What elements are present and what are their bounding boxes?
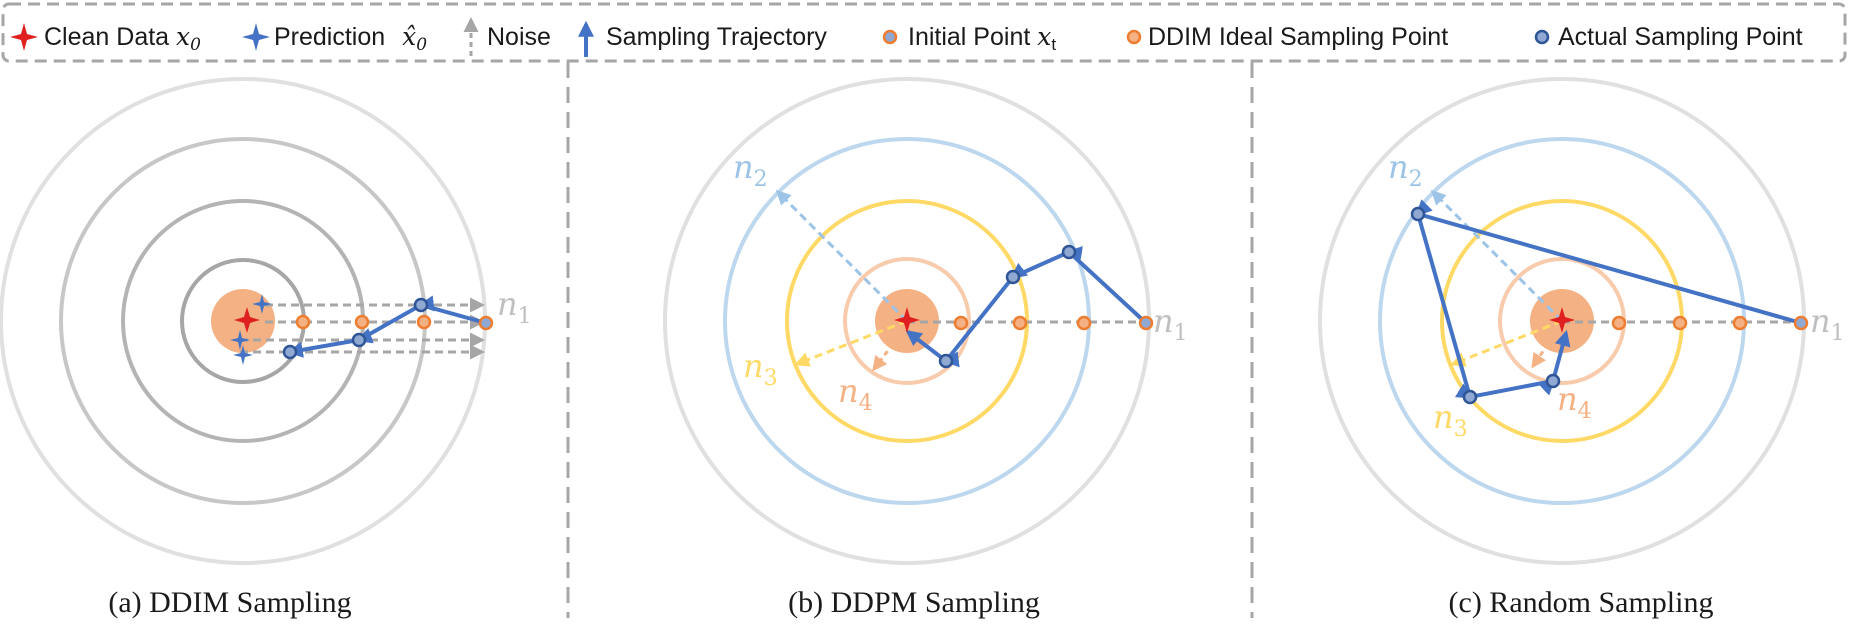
panel-random: n1 n2 n3 n4 (c) Random Sampling (1318, 77, 1845, 619)
caption-ddim: (a) DDIM Sampling (108, 586, 351, 619)
legend-ideal-point: DDIM Ideal Sampling Point (1126, 23, 1448, 51)
legend-initial-point-label: Initial Point (908, 23, 1030, 51)
svg-text:Initial Point xt: Initial Point xt (908, 22, 1056, 54)
legend-trajectory-label: Sampling Trajectory (606, 23, 827, 51)
noise-label-n2: n2 (1388, 148, 1423, 192)
legend-prediction: Prediction x̂0 (242, 22, 427, 55)
actual-point-icon (1534, 29, 1550, 45)
noise-label-n1: n1 (497, 285, 532, 329)
actual-sampling-point (351, 332, 367, 348)
actual-sampling-point (1061, 244, 1077, 260)
clean-data-star (894, 307, 920, 333)
actual-sampling-point (1410, 206, 1426, 222)
actual-sampling-point (1462, 389, 1478, 405)
clean-data-star (1549, 307, 1575, 333)
initial-point (1138, 315, 1154, 331)
legend-clean-data: Clean Data x0 (10, 22, 201, 55)
legend: Clean Data x0 Prediction x̂0 Noise Sampl… (1, 2, 1847, 63)
initial-point-icon (882, 29, 898, 45)
ideal-sampling-point (354, 314, 370, 330)
ideal-sampling-point (1611, 315, 1627, 331)
sampling-trajectory (1415, 199, 1802, 400)
noise-label-n4: n4 (1557, 380, 1592, 424)
noise-label-n4: n4 (838, 372, 873, 416)
legend-noise-label: Noise (487, 23, 551, 51)
actual-sampling-point (1545, 373, 1561, 389)
clean-data-star (234, 307, 260, 333)
ideal-sampling-point (1012, 315, 1028, 331)
panel-ddim: n1 (a) DDIM Sampling (0, 77, 532, 619)
legend-prediction-label: Prediction (274, 23, 385, 51)
actual-sampling-points (282, 297, 429, 360)
svg-text:Prediction x̂0: Prediction x̂0 (274, 22, 427, 55)
prediction-star (252, 294, 272, 314)
noise-arrow-n2 (775, 189, 909, 323)
actual-sampling-points (938, 244, 1077, 369)
noise-label-n3: n3 (743, 347, 778, 391)
ideal-sampling-point (295, 314, 311, 330)
noise-arrow-n4 (1531, 343, 1550, 369)
caption-ddpm: (b) DDPM Sampling (788, 586, 1040, 619)
actual-sampling-point (413, 297, 429, 313)
ideal-sampling-point (416, 314, 432, 330)
ideal-sampling-point (1076, 315, 1092, 331)
red-star-icon (10, 23, 38, 51)
actual-sampling-point (938, 353, 954, 369)
actual-sampling-point (282, 344, 298, 360)
legend-frame (1, 2, 1847, 63)
legend-trajectory: Sampling Trajectory (578, 20, 827, 57)
panel-ddpm: n1 n2 n3 n4 (b) DDPM Sampling (663, 77, 1188, 619)
legend-actual-point-label: Actual Sampling Point (1558, 23, 1803, 51)
actual-sampling-points (1410, 206, 1561, 405)
legend-ideal-point-label: DDIM Ideal Sampling Point (1148, 23, 1448, 51)
legend-initial-point: Initial Point xt (882, 22, 1056, 54)
ideal-sampling-point (953, 315, 969, 331)
initial-point (1793, 315, 1809, 331)
ideal-point-icon (1126, 29, 1142, 45)
noise-arrow-n2 (1430, 189, 1564, 323)
legend-clean-data-label: Clean Data (44, 23, 169, 51)
ideal-sampling-point (1672, 315, 1688, 331)
initial-point (478, 315, 494, 331)
prediction-star (230, 330, 250, 350)
noise-label-n3: n3 (1433, 398, 1468, 442)
noise-label-n2: n2 (733, 148, 768, 192)
noise-arrow-n3 (794, 319, 908, 367)
actual-sampling-point (1005, 269, 1021, 285)
prediction-stars (230, 294, 272, 365)
noise-label-n1: n1 (1810, 302, 1845, 346)
noise-label-n1: n1 (1153, 302, 1188, 346)
sampling-trajectory (286, 295, 487, 358)
blue-star-icon (242, 23, 270, 51)
ideal-sampling-point (1732, 315, 1748, 331)
caption-random: (c) Random Sampling (1449, 586, 1714, 619)
svg-text:Clean Data x0: Clean Data x0 (44, 22, 201, 55)
legend-actual-point: Actual Sampling Point (1534, 23, 1803, 51)
ideal-sampling-points (1611, 315, 1748, 331)
prediction-star (233, 345, 253, 365)
noise-arrow-n4 (872, 343, 895, 372)
legend-noise: Noise (463, 17, 551, 56)
